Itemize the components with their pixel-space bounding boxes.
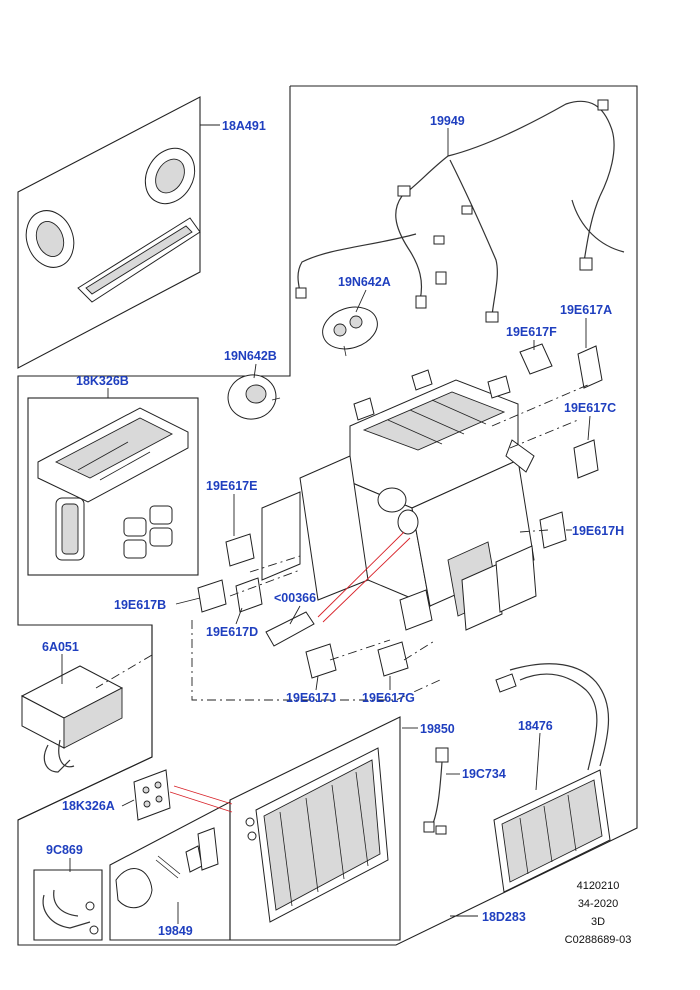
- label-19849: 19849: [158, 924, 193, 938]
- label-19E617C: 19E617C: [564, 401, 616, 415]
- red-reference-lines: [169, 531, 411, 813]
- gasket-19N642B: [227, 374, 281, 420]
- alignment-lines: [95, 383, 591, 701]
- label-19850: 19850: [420, 722, 455, 736]
- reference-line-4: C0288689-03: [565, 934, 632, 946]
- sensor-19C734: [423, 747, 449, 835]
- leader-lines: [61, 124, 591, 924]
- label-19E617D: 19E617D: [206, 625, 258, 639]
- reference-line-1: 4120210: [577, 880, 620, 892]
- hvac-housing: [261, 369, 537, 631]
- label-19N642A: 19N642A: [338, 275, 391, 289]
- reference-line-2: 34-2020: [578, 898, 618, 910]
- label-19E617F: 19E617F: [506, 325, 557, 339]
- label-19E617G: 19E617G: [362, 691, 415, 705]
- label-00366: <00366: [274, 591, 316, 605]
- label-9C869: 9C869: [46, 843, 83, 857]
- reference-line-3: 3D: [591, 916, 605, 928]
- seal-kit-18A491: [17, 96, 201, 369]
- label-18D283: 18D283: [482, 910, 526, 924]
- label-19949: 19949: [430, 114, 465, 128]
- label-18K326B: 18K326B: [76, 374, 129, 388]
- label-18476: 18476: [518, 719, 553, 733]
- label-19E617H: 19E617H: [572, 524, 624, 538]
- gasket-19N642A: [322, 306, 378, 357]
- wiring-harness-19949: [295, 99, 625, 323]
- evaporator-box-6A051: [17, 624, 153, 821]
- bottom-subframe: [33, 769, 231, 941]
- label-19E617B: 19E617B: [114, 598, 166, 612]
- label-18K326A: 18K326A: [62, 799, 115, 813]
- seal-kit-18K326B: [27, 397, 199, 576]
- label-19E617J: 19E617J: [286, 691, 336, 705]
- label-6A051: 6A051: [42, 640, 79, 654]
- heater-matrix-18476: [493, 663, 611, 893]
- label-19E617E: 19E617E: [206, 479, 257, 493]
- label-18A491: 18A491: [222, 119, 266, 133]
- label-19E617A: 19E617A: [560, 303, 612, 317]
- actuators: [197, 343, 603, 679]
- heater-core-box-19850: [229, 716, 401, 941]
- label-19N642B: 19N642B: [224, 349, 277, 363]
- reference-block: 4120210 34-2020 3D C0288689-03: [565, 880, 632, 946]
- label-19C734: 19C734: [462, 767, 506, 781]
- part-labels: 18A491 19949 19N642A 19N642B 19E617A 19E…: [42, 114, 624, 938]
